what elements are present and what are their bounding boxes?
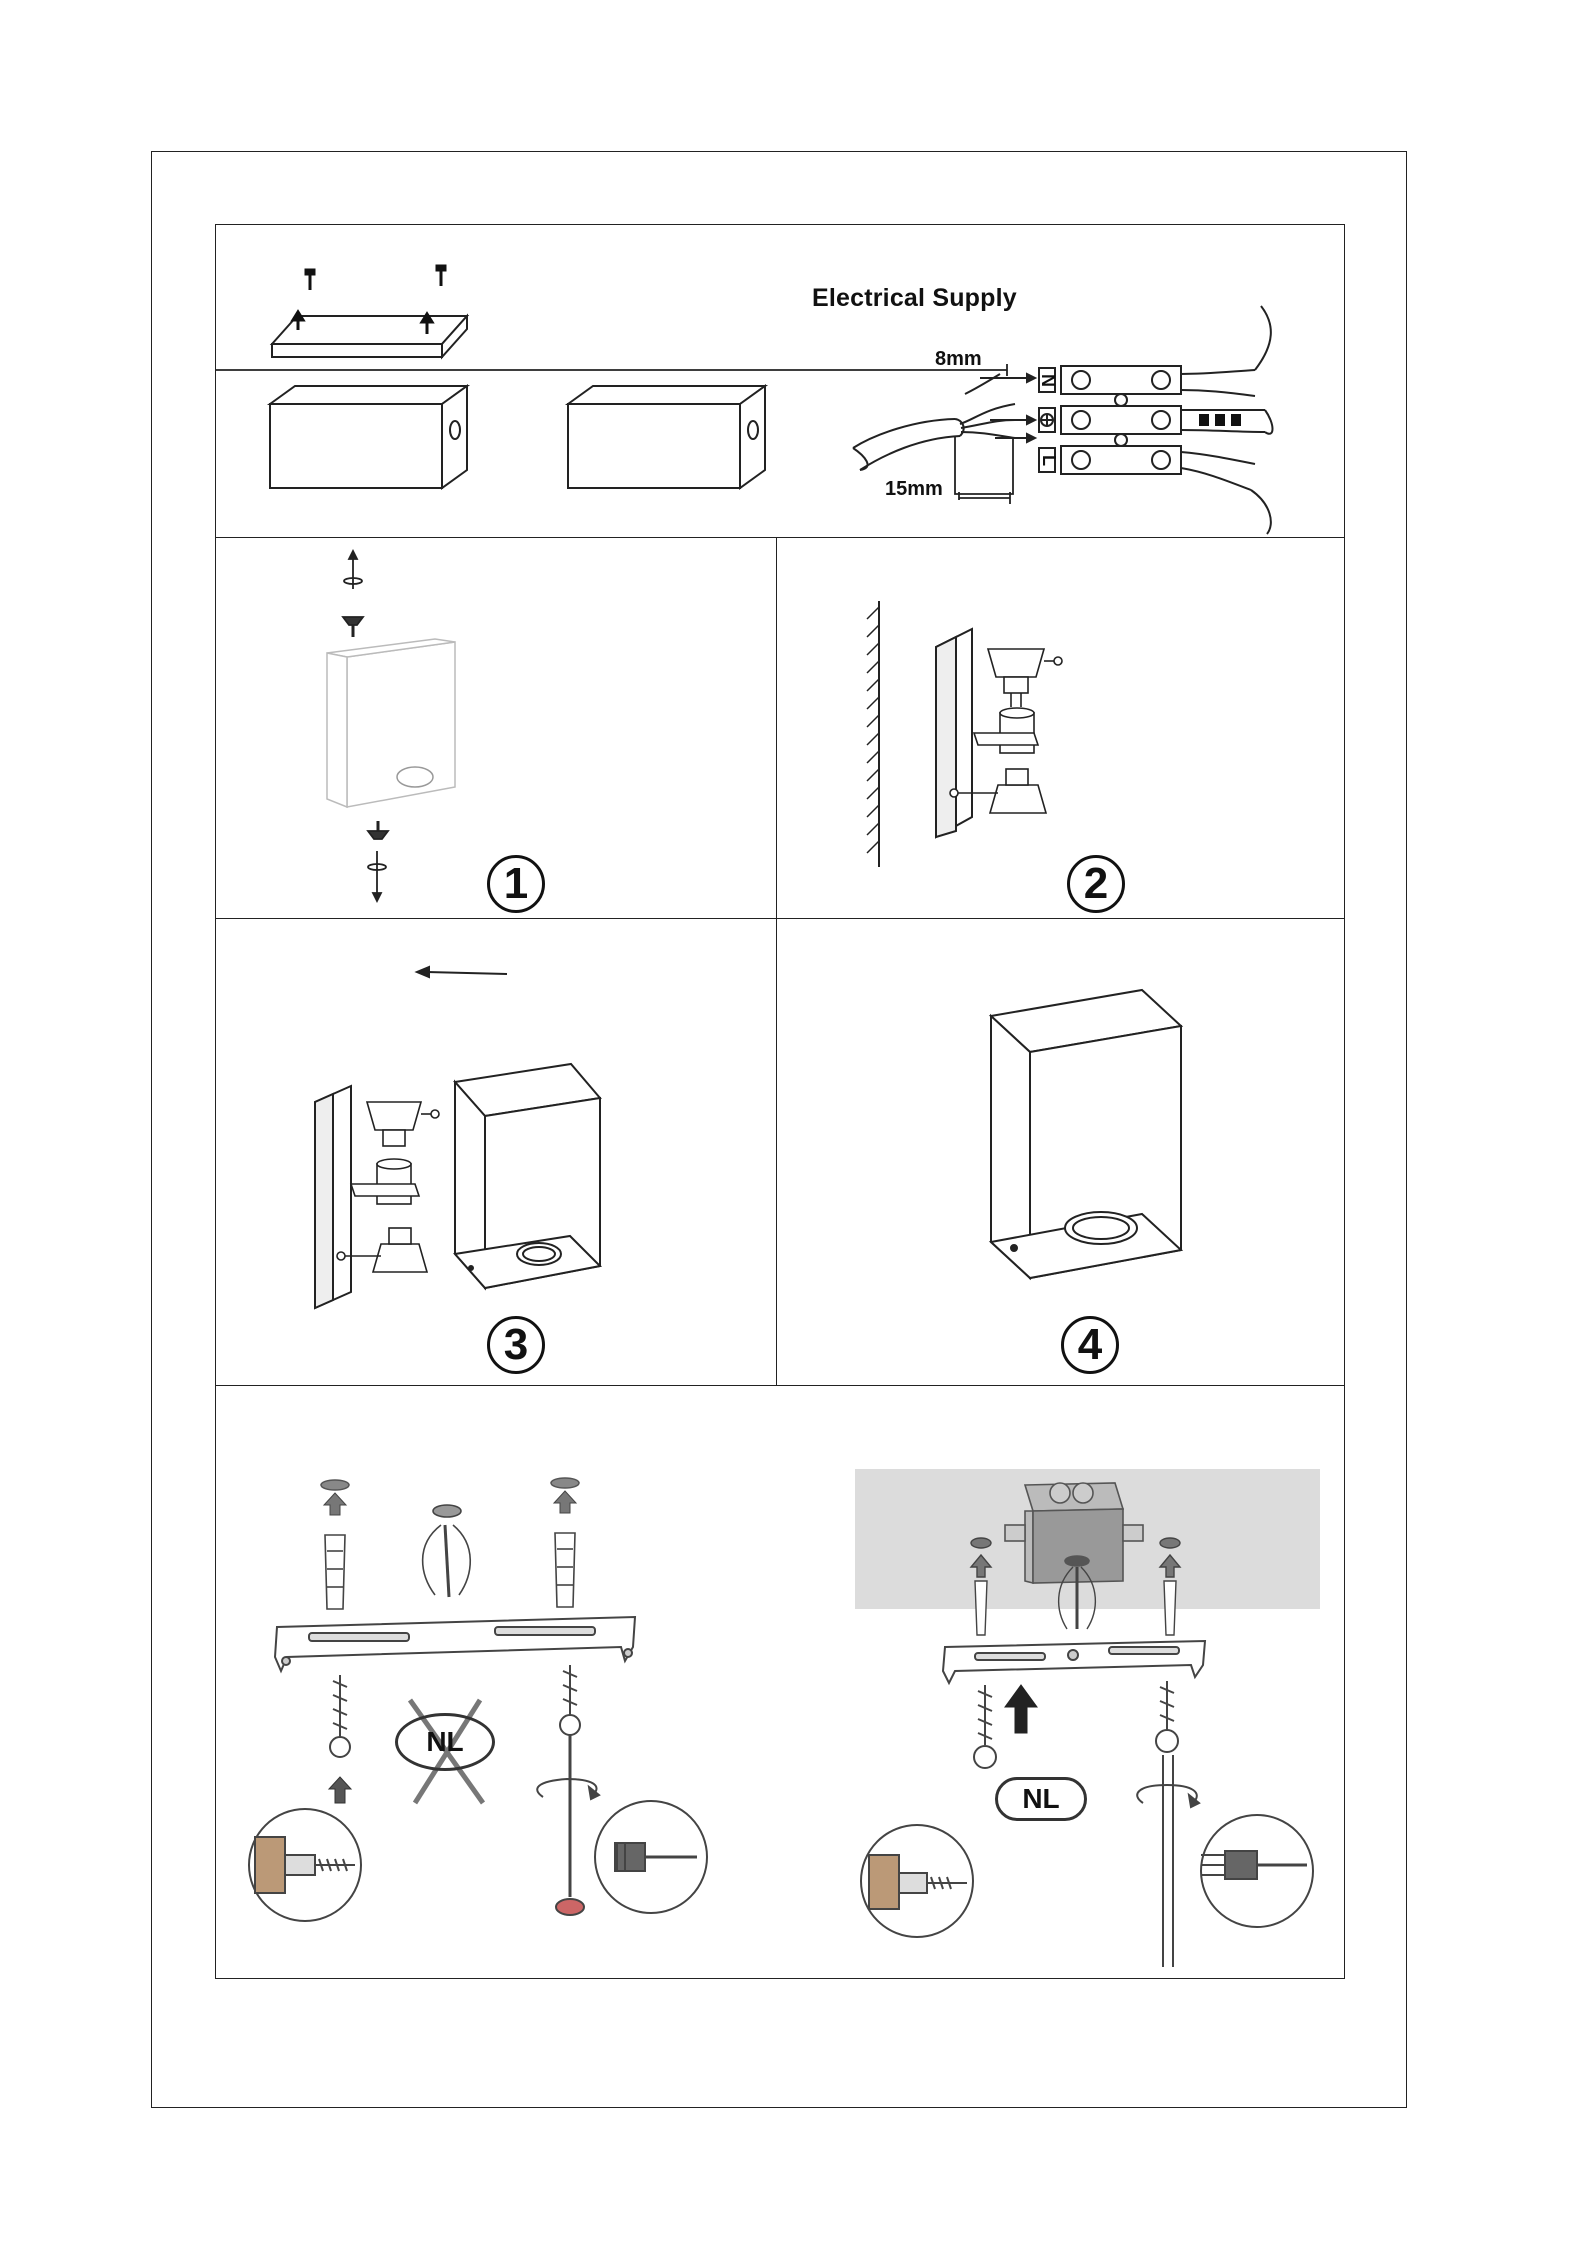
step-4-illustration <box>776 918 1345 1385</box>
step-2-illustration <box>776 537 1345 918</box>
bracket-mounted-illustration <box>215 1385 1345 1979</box>
wiring-diagram <box>215 224 1345 537</box>
step-4-number: 4 <box>1061 1316 1119 1374</box>
step-1-number: 1 <box>487 855 545 913</box>
step-1-illustration <box>215 537 776 918</box>
right-nl-marker: NL <box>995 1777 1087 1821</box>
step-3-illustration <box>215 918 776 1385</box>
terminal-l-label: L <box>1038 455 1059 466</box>
top-panel: Electrical Supply <box>215 224 1345 537</box>
sheath-length-label: 15mm <box>885 478 943 501</box>
step-1-panel: 1 <box>215 537 776 918</box>
mounting-panel: NL <box>215 1385 1345 1979</box>
step-4-panel: 4 <box>776 918 1345 1385</box>
strip-length-label: 8mm <box>935 348 982 371</box>
step-3-panel: 3 <box>215 918 776 1385</box>
step-3-number: 3 <box>487 1316 545 1374</box>
step-2-number: 2 <box>1067 855 1125 913</box>
terminal-n-label: N <box>1037 374 1058 387</box>
step-2-panel: 2 <box>776 537 1345 918</box>
